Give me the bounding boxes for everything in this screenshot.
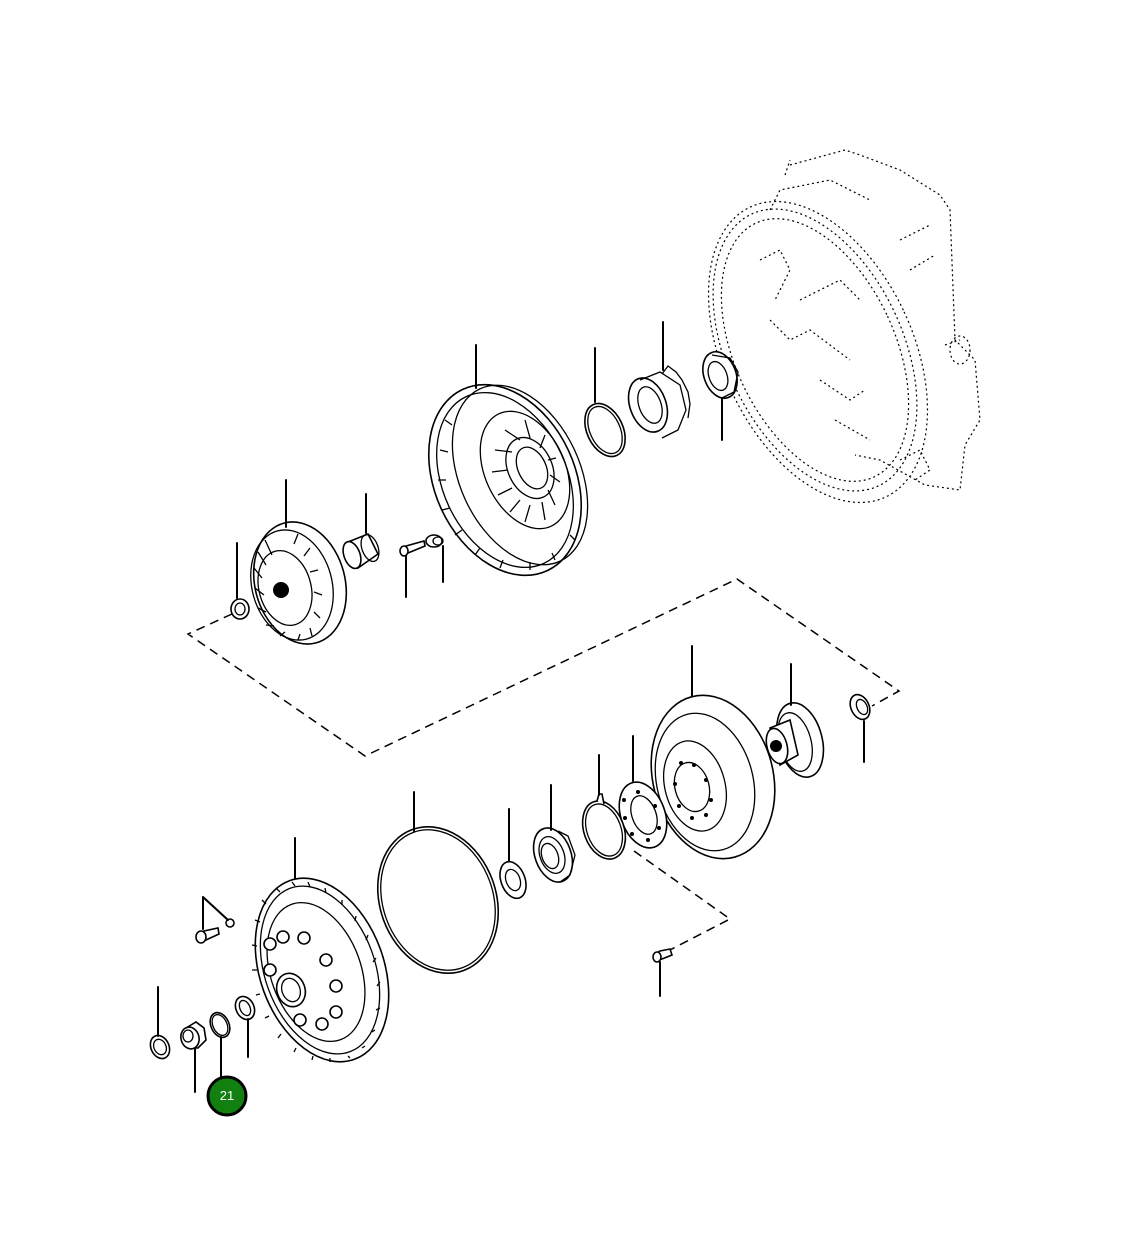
snap-ring-lower: [149, 1034, 171, 1060]
bolt-heads: [263, 930, 343, 1031]
assembly-path-lower: [633, 850, 732, 952]
assembly-path-upper: [186, 578, 901, 757]
nut: [180, 1021, 207, 1050]
splined-hub: [627, 365, 691, 439]
seal-ring: [234, 995, 256, 1021]
o-ring-small: [209, 1011, 231, 1039]
turbine: [250, 521, 348, 645]
pump-impeller: [427, 383, 589, 577]
plug: [425, 534, 444, 548]
snap-ring-right: [849, 693, 871, 721]
ball-bearing: [532, 827, 576, 883]
tab-washer: [581, 793, 627, 860]
o-ring-large: [376, 825, 500, 975]
roller-bearing: [702, 350, 739, 400]
cover-housing: [251, 877, 390, 1063]
bolt-washer-pair: [195, 918, 235, 944]
screw-lower: [652, 948, 673, 963]
leader-line: [202, 896, 229, 930]
transmission-housing: [707, 149, 981, 504]
drive-flange: [765, 702, 825, 778]
bolt-upper: [399, 539, 426, 557]
thrust-washer: [499, 860, 527, 900]
callout-21[interactable]: [206, 1075, 248, 1117]
bushing: [342, 532, 380, 570]
o-ring-upper: [584, 402, 626, 458]
snap-ring-upper: [230, 598, 250, 620]
